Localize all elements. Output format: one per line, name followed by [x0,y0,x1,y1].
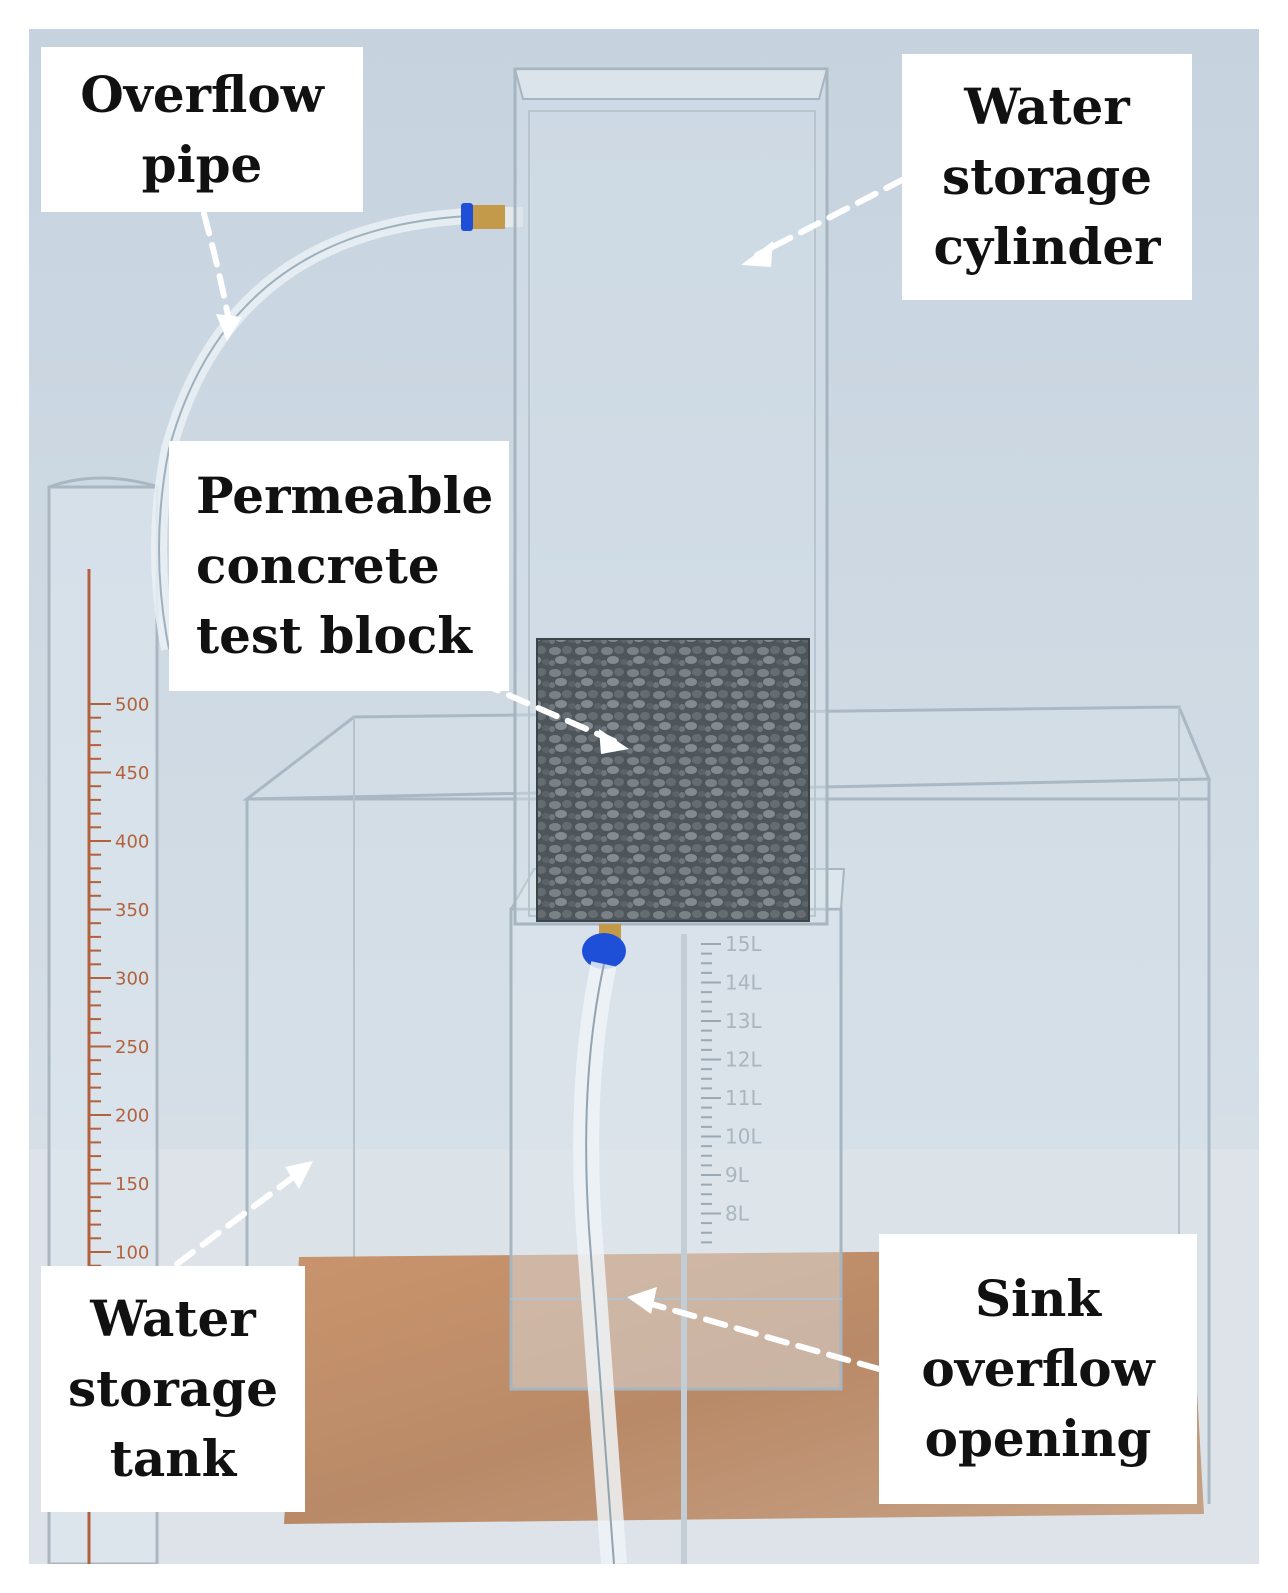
scale-tick-label: 13L [725,1009,762,1033]
scale-tick-label: 250 [115,1037,149,1058]
label-permeable-concrete-test-block: Permeable concrete test block [169,441,509,691]
arrow-overflow-pipe [201,211,232,324]
label-overflow-pipe: Overflow pipe [41,47,363,212]
permeable-concrete-block [537,639,809,921]
scale-tick-label: 200 [115,1105,149,1126]
overflow-connector-brass [473,205,505,229]
label-water-storage-cylinder-line-1: Water [964,77,1130,136]
permeable-concrete-block-edge [536,638,810,922]
photo-frame: 500 450 400 350 300 250 200 150 100 15L 14L 13L 12L… [29,29,1259,1564]
scale-tick-label: 150 [115,1174,149,1195]
scale-tick-label: 300 [115,968,149,989]
scale-tick-label: 11L [725,1086,762,1110]
label-water-storage-tank: Water storage tank [41,1266,305,1512]
arrowhead-sink-overflow [627,1287,657,1314]
arrow-water-storage-cylinder [754,176,907,258]
overflow-pipe-tube-edge [158,215,470,650]
label-sink-overflow-line-3: opening [924,1409,1152,1468]
graduated-cylinder-ticks [89,703,111,1308]
bottom-connector-blue [582,933,626,969]
arrow-sink-overflow [638,1298,882,1372]
label-water-storage-cylinder-line-2: storage [941,147,1153,206]
arrowhead-water-storage-cylinder [741,241,773,267]
scale-tick-label: 100 [115,1242,149,1263]
arrowhead-water-storage-tank [285,1161,313,1189]
label-water-storage-tank-line-3: tank [109,1429,237,1488]
label-permeable-line-3: test block [196,606,472,665]
sink-tube-edge [585,963,615,1564]
scale-tick-label: 400 [115,831,149,852]
arrowhead-permeable-block [599,729,629,754]
label-permeable-line-1: Permeable [196,466,494,525]
label-permeable-line-2: concrete [196,536,440,595]
scale-tick-label: 12L [725,1048,762,1072]
label-overflow-pipe-line-2: pipe [141,134,263,194]
sink-scale-labels: 15L 14L 13L 12L 11L 10L 9L 8L [725,932,762,1226]
scale-tick-label: 450 [115,763,149,784]
scale-tick-label: 500 [115,694,149,715]
arrow-water-storage-tank [174,1166,307,1267]
arrowhead-overflow-pipe [216,314,242,341]
label-sink-overflow-line-1: Sink [974,1269,1102,1328]
scale-tick-label: 350 [115,900,149,921]
label-water-storage-tank-line-2: storage [67,1359,279,1418]
label-overflow-pipe-line-1: Overflow [80,64,324,124]
scale-tick-label: 9L [725,1163,750,1187]
sink-scale-ticks [701,943,721,1244]
label-water-storage-cylinder: Water storage cylinder [902,54,1192,300]
label-sink-overflow-line-2: overflow [921,1339,1155,1398]
scale-tick-label: 14L [725,971,762,995]
scale-tick-label: 10L [725,1125,762,1149]
graduated-cylinder-tick-labels: 500 450 400 350 300 250 200 150 100 [115,694,149,1263]
scale-tick-label: 8L [725,1202,750,1226]
label-water-storage-cylinder-line-3: cylinder [933,217,1161,276]
scale-tick-label: 15L [725,932,762,956]
label-water-storage-tank-line-1: Water [90,1289,256,1348]
overflow-connector-blue [461,203,473,231]
label-sink-overflow-opening: Sink overflow opening [879,1234,1197,1504]
